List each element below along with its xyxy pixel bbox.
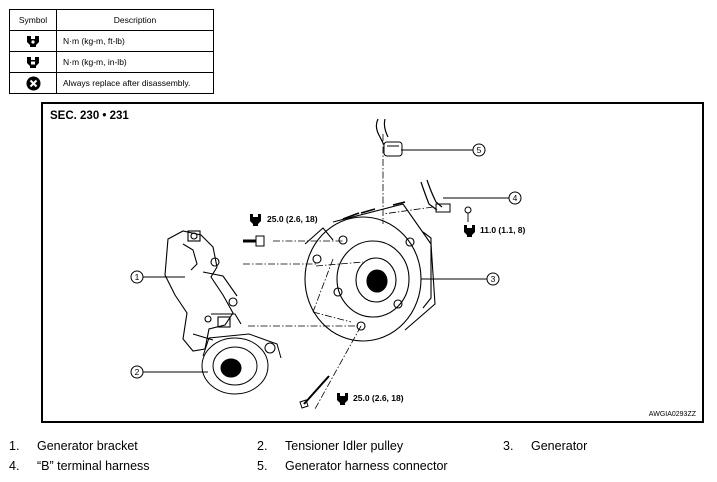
- callout-4: 4: [513, 193, 518, 203]
- generator-body: [304, 201, 436, 342]
- tensioner-idler-pulley: [201, 333, 282, 395]
- torque-wrench-ftlb-icon: [250, 214, 261, 226]
- diagram-frame: SEC. 230 • 231 AWGIA0293ZZ: [41, 102, 704, 423]
- symbol-header: Symbol: [9, 9, 57, 31]
- b-terminal-harness: [420, 179, 472, 214]
- callout-3: 3: [491, 274, 496, 284]
- symbol-table: Symbol Description N·m (kg-m, ft-lb) N·m…: [9, 9, 214, 94]
- legend-item: 4.“B” terminal harness: [9, 459, 150, 473]
- generator-harness-connector: [375, 118, 403, 157]
- leader-lines: [143, 149, 509, 373]
- legend-item: 1.Generator bracket: [9, 439, 138, 453]
- legend-item: 3.Generator: [503, 439, 588, 453]
- torque-wrench-ftlb-icon: [464, 225, 475, 237]
- callout-1: 1: [135, 272, 140, 282]
- torque-wrench-ftlb-icon: [337, 393, 348, 405]
- exploded-view-drawing: 25.0 (2.6, 18) 11.0 (1.1, 8) 25.0 (2.6, …: [130, 118, 526, 410]
- symbol-cell: [9, 51, 57, 73]
- torque-wrench-ftlb-icon: [27, 36, 39, 47]
- description-cell: Always replace after disassembly.: [56, 72, 214, 94]
- description-cell: N·m (kg-m, in-lb): [56, 51, 214, 73]
- symbol-cell: [9, 72, 57, 94]
- torque-lower-bolt: 25.0 (2.6, 18): [353, 393, 404, 403]
- section-title: SEC. 230 • 231: [50, 110, 129, 122]
- replace-x-icon: [26, 76, 40, 90]
- legend-item: 2.Tensioner Idler pulley: [257, 439, 404, 453]
- callout-5: 5: [477, 145, 482, 155]
- lower-bolt: [299, 375, 330, 409]
- description-header: Description: [56, 9, 214, 31]
- description-cell: N·m (kg-m, ft-lb): [56, 30, 214, 52]
- generator-bracket: [164, 230, 242, 352]
- bracket-bolt: [243, 235, 265, 247]
- legend-item: 5.Generator harness connector: [257, 459, 448, 473]
- torque-terminal-nut: 11.0 (1.1, 8): [480, 225, 526, 235]
- reference-code: AWGIA0293ZZ: [648, 411, 696, 418]
- symbol-cell: [9, 30, 57, 52]
- callout-2: 2: [135, 367, 140, 377]
- torque-bracket-bolt: 25.0 (2.6, 18): [267, 214, 318, 224]
- callout-circles: [130, 143, 522, 379]
- torque-wrench-inlb-icon: [27, 57, 39, 68]
